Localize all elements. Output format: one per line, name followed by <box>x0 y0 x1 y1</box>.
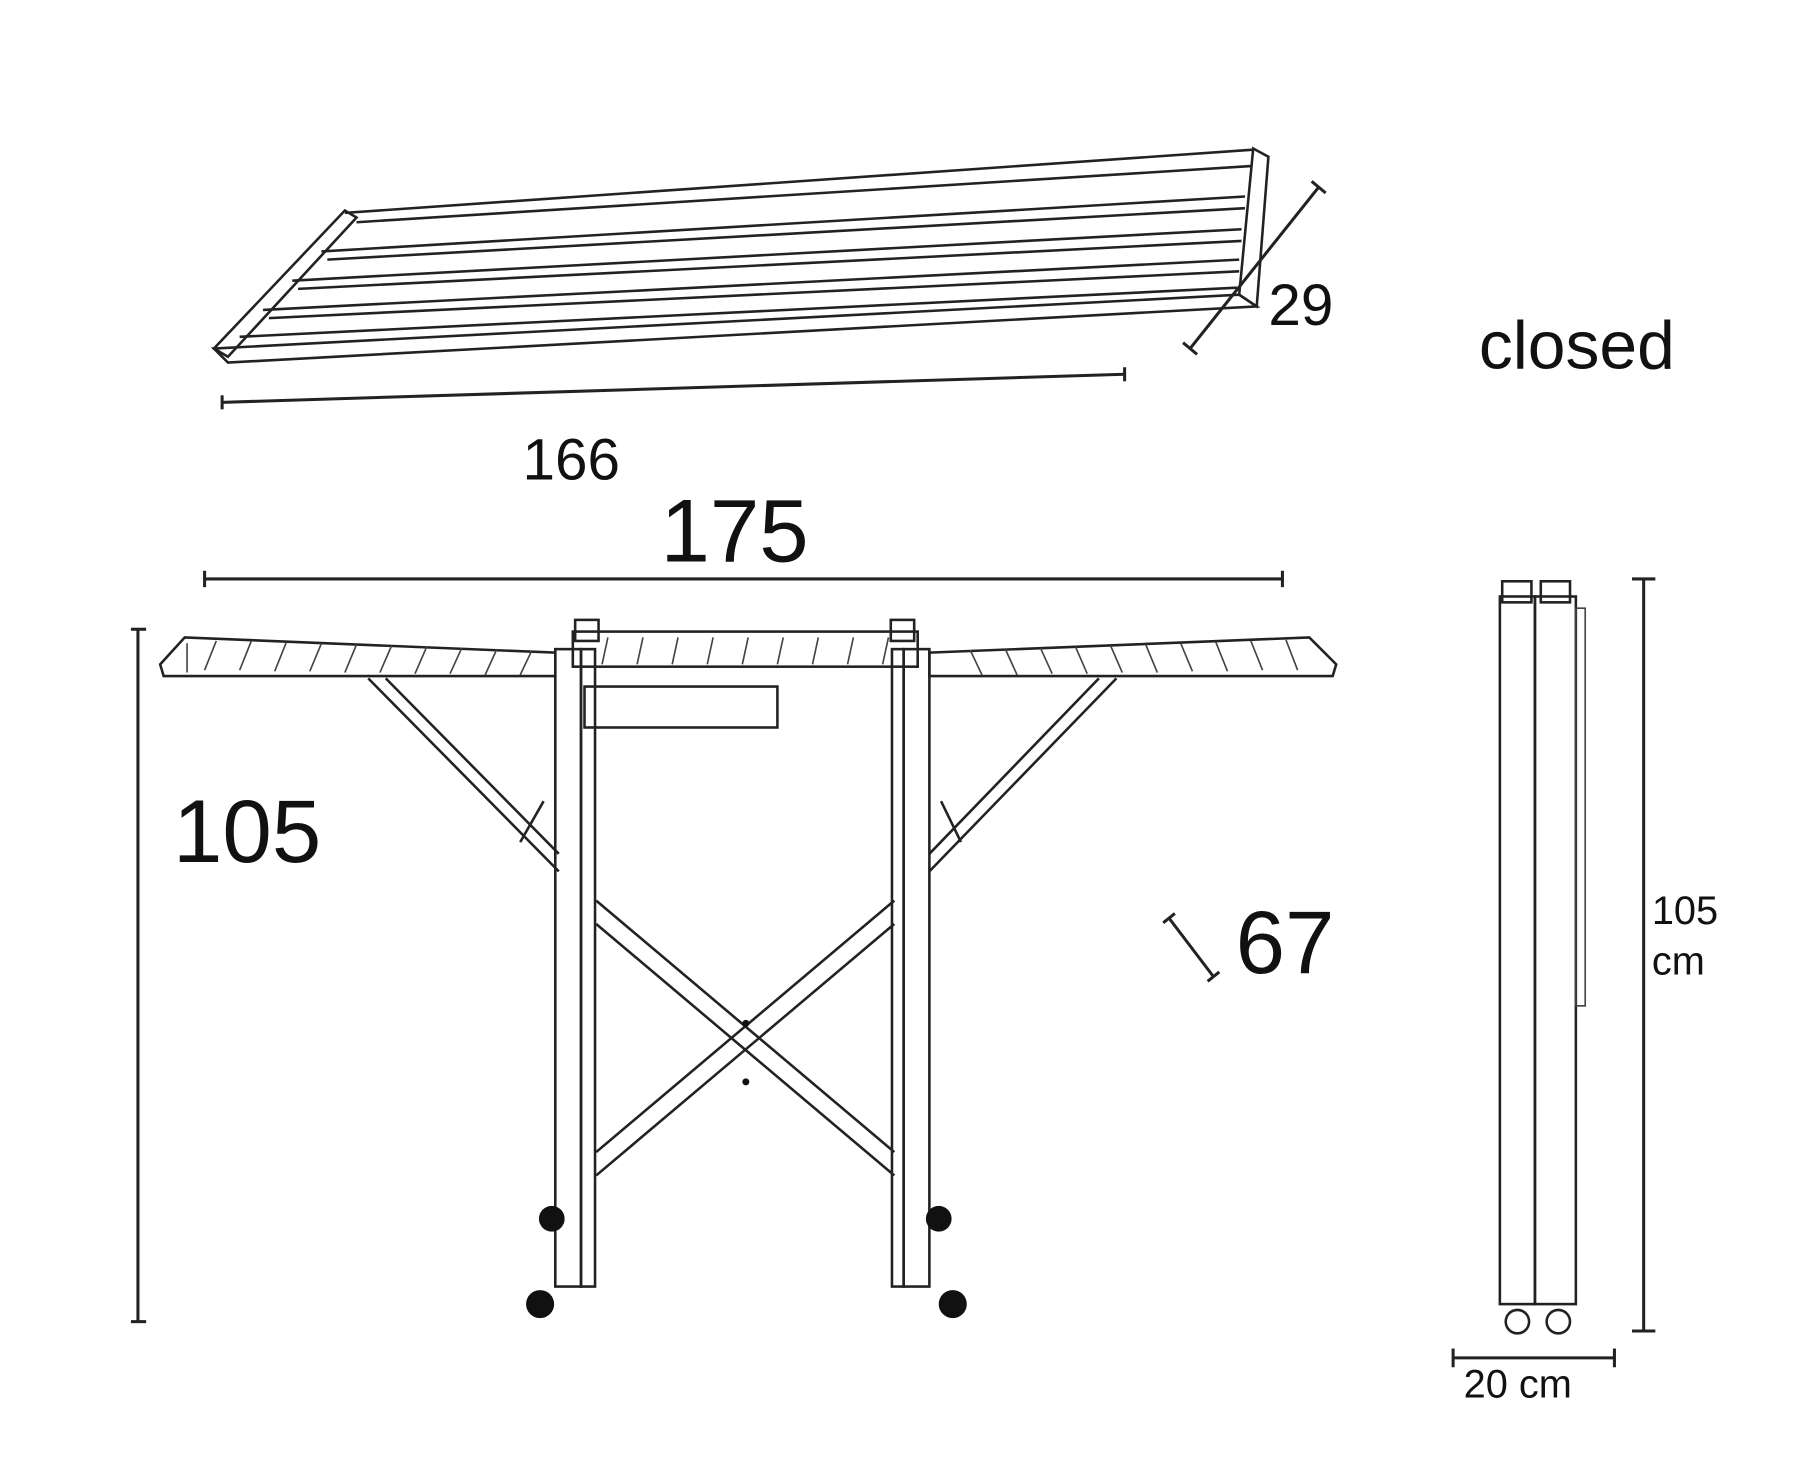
closed-width-label: 20 cm <box>1464 1363 1572 1407</box>
depth-label: 29 <box>1268 273 1333 338</box>
closed-label: closed <box>1479 308 1675 383</box>
dimension-166: 166 <box>220 367 1127 493</box>
wheel <box>538 1205 565 1232</box>
wheel <box>925 1205 952 1232</box>
closed-rack-side-view <box>1498 580 1587 1335</box>
wheel <box>938 1290 967 1319</box>
dimension-20cm: 20 cm <box>1451 1348 1616 1407</box>
closed-height-value: 105 <box>1652 889 1718 933</box>
depth-label-open: 67 <box>1236 893 1335 992</box>
dimension-29: 29 <box>1182 180 1333 356</box>
dimension-105-open: 105 <box>130 627 321 1324</box>
dimension-67: 67 <box>1162 893 1335 992</box>
dimension-175: 175 <box>203 481 1284 588</box>
width-label: 175 <box>661 481 809 580</box>
height-label: 105 <box>173 782 321 881</box>
length-label: 166 <box>523 428 621 493</box>
wheel <box>526 1290 555 1319</box>
closed-height-unit: cm <box>1652 939 1705 983</box>
open-rack-drawing <box>158 618 1338 1319</box>
folded-rack-top-view <box>210 146 1270 364</box>
dimension-105-closed: 105 cm <box>1631 577 1718 1333</box>
